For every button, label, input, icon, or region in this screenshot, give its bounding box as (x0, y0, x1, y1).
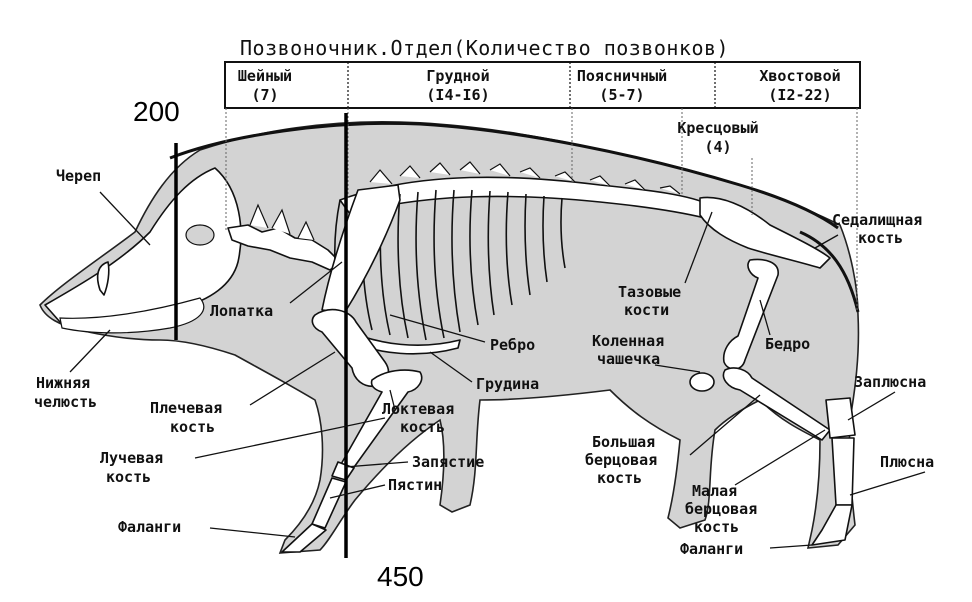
label-tibia-3: кость (597, 469, 642, 487)
label-lower-jaw-2: челюсть (34, 393, 97, 411)
label-sternum: Грудина (476, 375, 539, 393)
section-sacral-name: Кресцовый (677, 119, 758, 137)
label-rib: Ребро (490, 336, 535, 354)
label-patella-1: Коленная (592, 332, 664, 350)
label-femur: Бедро (765, 335, 810, 353)
label-carpus: Запястие (412, 453, 484, 471)
label-pelvis-2: кости (624, 301, 669, 319)
label-radius-1: Лучевая (100, 449, 163, 467)
label-ulna-1: Локтевая (382, 400, 454, 418)
header-title: Позвоночник.Отдел(Количество позвонков) (240, 36, 729, 60)
label-radius-2: кость (106, 468, 151, 486)
marker-left-value: 200 (133, 96, 180, 127)
label-metacarpus: Пястин (388, 476, 442, 494)
label-patella-2: чашечка (597, 350, 660, 368)
label-ischium-2: кость (858, 229, 903, 247)
label-humerus-2: кость (170, 418, 215, 436)
label-ischium-1: Седалищная (832, 211, 922, 229)
section-sacral-count: (4) (704, 138, 731, 156)
marker-right-value: 450 (377, 561, 424, 592)
label-ulna-2: кость (400, 418, 445, 436)
label-pelvis-1: Тазовые (618, 283, 681, 301)
section-caudal-count: (I2-22) (768, 86, 831, 104)
label-metatarsus: Плюсна (880, 453, 934, 471)
label-phalanges-hind: Фаланги (680, 540, 743, 558)
section-caudal-name: Хвостовой (759, 67, 840, 85)
label-skull: Череп (56, 167, 101, 185)
label-fibula-2: берцовая (685, 500, 757, 518)
label-tarsus: Заплюсна (854, 373, 926, 391)
label-fibula-1: Малая (692, 482, 737, 500)
section-cervical-count: (7) (251, 86, 278, 104)
label-scapula: Лопатка (210, 302, 273, 320)
section-lumbar-name: Поясничный (577, 67, 667, 85)
label-phalanges-front: Фаланги (118, 518, 181, 536)
label-humerus-1: Плечевая (150, 399, 222, 417)
section-thoracic-name: Грудной (426, 67, 489, 85)
label-fibula-3: кость (694, 518, 739, 536)
label-lower-jaw-1: Нижняя (36, 374, 90, 392)
label-tibia-2: берцовая (585, 451, 657, 469)
label-tibia-1: Большая (592, 433, 655, 451)
section-thoracic-count: (I4-I6) (426, 86, 489, 104)
section-cervical-name: Шейный (238, 67, 292, 85)
section-lumbar-count: (5-7) (599, 86, 644, 104)
